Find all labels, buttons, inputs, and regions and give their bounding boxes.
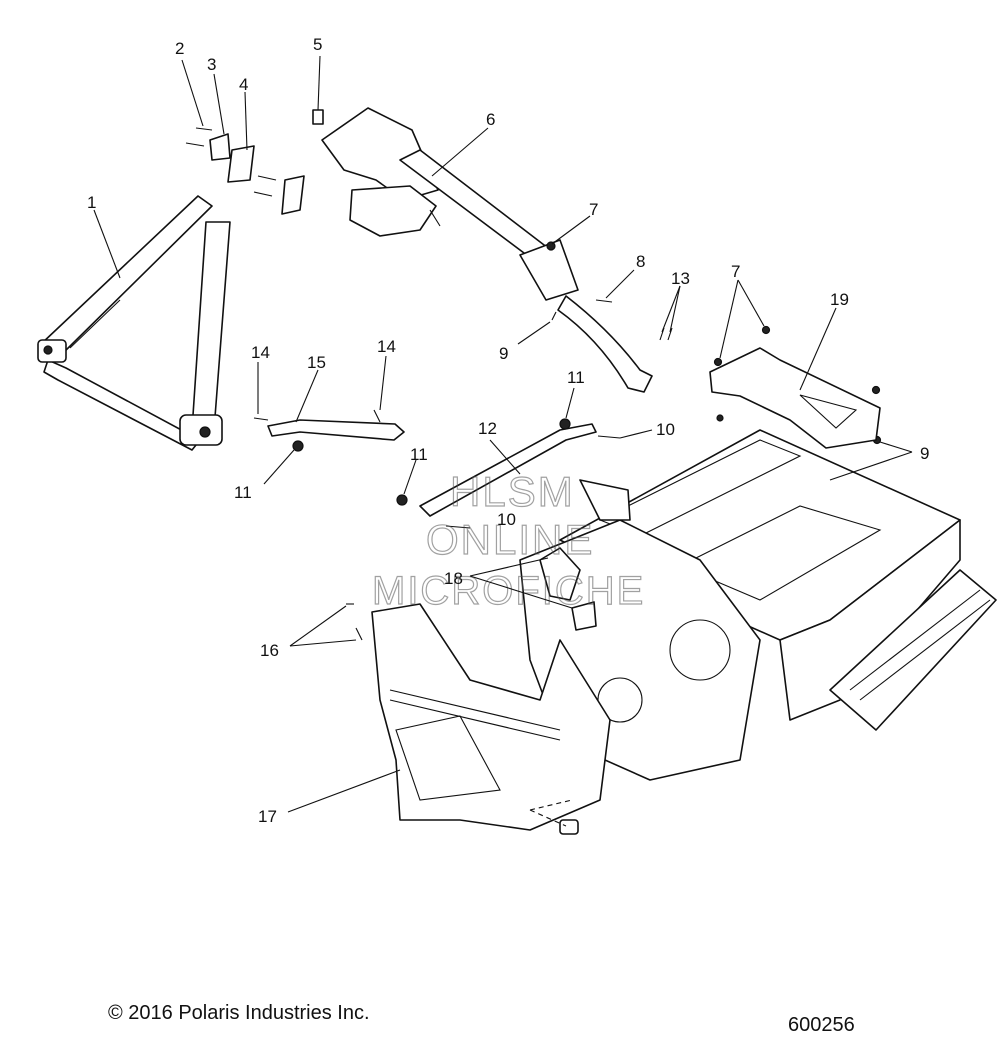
callout-9b: 9 xyxy=(920,444,929,463)
callout-8: 8 xyxy=(636,252,645,271)
callouts: 1 2 3 4 5 6 7 7 8 9 9 10 10 11 11 11 12 … xyxy=(87,35,929,826)
callout-10b: 10 xyxy=(497,510,516,529)
watermark-line-1: HLSM xyxy=(450,468,575,515)
part-19-bracket xyxy=(709,347,881,449)
drawing-number: 600256 xyxy=(788,1014,855,1036)
callout-11a: 11 xyxy=(567,368,585,387)
callout-2: 2 xyxy=(175,39,184,58)
callout-9a: 9 xyxy=(499,344,508,363)
part-6-upper-tube xyxy=(321,107,653,393)
watermark: HLSM ONLINE MICROFICHE xyxy=(371,467,645,613)
part-1-front-frame xyxy=(37,195,231,451)
part-15-link xyxy=(253,409,405,452)
callout-18: 18 xyxy=(444,569,463,588)
callout-5: 5 xyxy=(313,35,322,54)
callout-17: 17 xyxy=(258,807,277,826)
leader-lines xyxy=(93,55,913,827)
part-17-chassis xyxy=(371,429,997,835)
callout-7b: 7 xyxy=(731,262,740,281)
callout-12: 12 xyxy=(478,419,497,438)
callout-14a: 14 xyxy=(251,343,270,362)
part-12-strut xyxy=(396,418,621,529)
callout-11c: 11 xyxy=(234,483,252,502)
part-16-bolts xyxy=(346,603,363,641)
watermark-line-3: MICROFICHE xyxy=(372,569,645,613)
watermark-line-2: ONLINE xyxy=(426,516,594,563)
copyright-notice: © 2016 Polaris Industries Inc. xyxy=(108,1002,370,1024)
callout-6: 6 xyxy=(486,110,495,129)
callout-14b: 14 xyxy=(377,337,396,356)
callout-1: 1 xyxy=(87,193,96,212)
callout-11b: 11 xyxy=(410,445,428,464)
callout-4: 4 xyxy=(239,75,248,94)
callout-3: 3 xyxy=(207,55,216,74)
callout-10a: 10 xyxy=(656,420,675,439)
part-5-fastener xyxy=(312,109,324,125)
callout-19: 19 xyxy=(830,290,849,309)
callout-7a: 7 xyxy=(589,200,598,219)
callout-16: 16 xyxy=(260,641,279,660)
callout-13: 13 xyxy=(671,269,690,288)
callout-15: 15 xyxy=(307,353,326,372)
